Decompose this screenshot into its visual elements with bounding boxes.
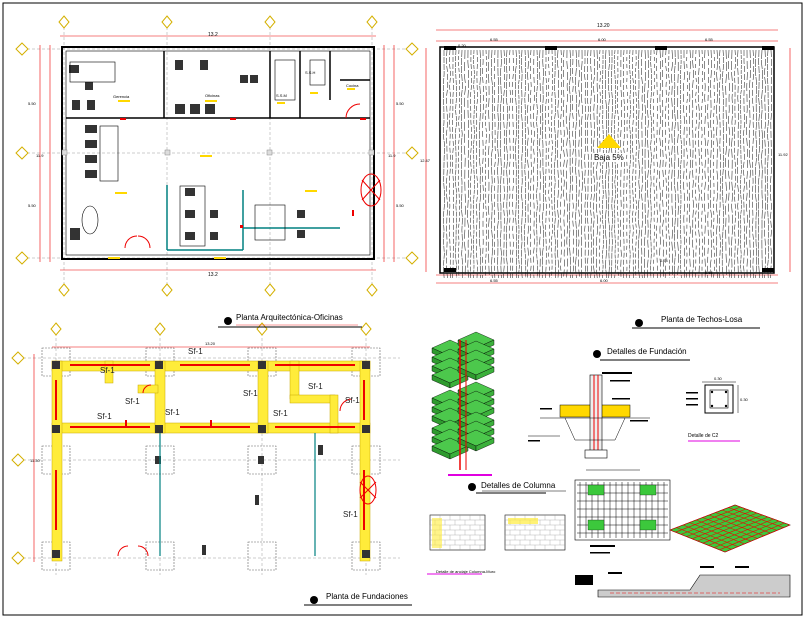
- foundation-plan-title: Planta de Fundaciones: [326, 592, 408, 601]
- footing-label: Sf-1: [243, 389, 258, 398]
- arch-dim-left-total: 11.9: [36, 153, 44, 158]
- arch-dim-left-lower: 5.50: [28, 203, 36, 208]
- room-label-cocina: Cocina: [346, 83, 359, 88]
- foundation-details-title: Detalles de Fundación: [607, 347, 687, 356]
- roof-dim-bottom-left: 6.55: [490, 278, 498, 283]
- roof-dim-right-height: 11.92: [778, 152, 788, 157]
- foundation-plan: [11, 322, 400, 575]
- roof-dim-bottom-small: 0.74: [660, 258, 668, 263]
- wall-anchor-detail-title: Detalle de anclaje Columna-Muro: [436, 569, 496, 574]
- footing-label: Sf-1: [100, 366, 115, 375]
- room-label-oficinas: Oficinas: [205, 93, 220, 98]
- footing-label: Sf-1: [97, 412, 112, 421]
- roof-dim-left: 6.55: [490, 37, 498, 42]
- title-markers: [224, 317, 643, 604]
- arch-plan-title: Planta Arquitectónica-Oficinas: [236, 313, 343, 322]
- room-label-gerencia: Gerencia: [113, 94, 130, 99]
- arch-dim-right-lower: 5.50: [396, 203, 404, 208]
- footing-label: Sf-1: [125, 397, 140, 406]
- fnd-dim-top: 13.20: [205, 341, 216, 346]
- footing-label: Sf-1: [273, 409, 288, 418]
- arch-dim-right-total: 11.9: [388, 153, 396, 158]
- arch-dim-right-upper: 5.50: [396, 101, 404, 106]
- roof-hatch: [443, 49, 772, 279]
- slab-section: [597, 566, 791, 598]
- arch-dim-left-upper: 5.50: [28, 101, 36, 106]
- footing-label: Sf-1: [308, 382, 323, 391]
- construction-details: [427, 331, 791, 598]
- c2-dim-w: 0.30: [714, 376, 722, 381]
- slope-arrow: [597, 134, 621, 148]
- footing-label: Sf-1: [188, 347, 203, 356]
- c2-detail: [686, 381, 740, 442]
- roof-dim-bottom-right: 6.55: [705, 270, 713, 275]
- roof-dim-mid: 6.00: [598, 37, 606, 42]
- c2-detail-title: Detalle de C2: [688, 433, 719, 439]
- room-label-ssh: S.S.H: [305, 70, 316, 75]
- roof-dim-small: 0.20: [458, 43, 466, 48]
- foundation-section: [528, 372, 650, 459]
- roof-dim-bottom-mid: 6.00: [600, 278, 608, 283]
- c2-dim-h: 0.30: [740, 397, 748, 402]
- footing-label: Sf-1: [343, 510, 358, 519]
- footing-label: Sf-1: [165, 408, 180, 417]
- footing-mesh-iso: [669, 504, 791, 553]
- room-label-ssm: S.S.M: [276, 93, 287, 98]
- roof-slope-label: Baja 5%: [592, 153, 626, 162]
- column-details-title: Detalles de Columna: [481, 481, 556, 490]
- roof-dim-right: 6.55: [705, 37, 713, 42]
- arch-dim-bottom: 13.2: [208, 272, 218, 278]
- rebar-cage: [574, 469, 671, 585]
- roof-dim-left-height: 12.47: [420, 158, 431, 163]
- roof-plan-title: Planta de Techos-Losa: [661, 315, 743, 324]
- column-elevation: [427, 490, 566, 575]
- title-underlines: [218, 324, 760, 606]
- footing-label: Sf-1: [345, 396, 360, 405]
- fnd-dim-left: 11.30: [30, 458, 40, 463]
- architectural-plan: [15, 15, 419, 297]
- arch-dim-top: 13.2: [208, 32, 218, 38]
- roof-dim-total: 13.20: [597, 23, 610, 29]
